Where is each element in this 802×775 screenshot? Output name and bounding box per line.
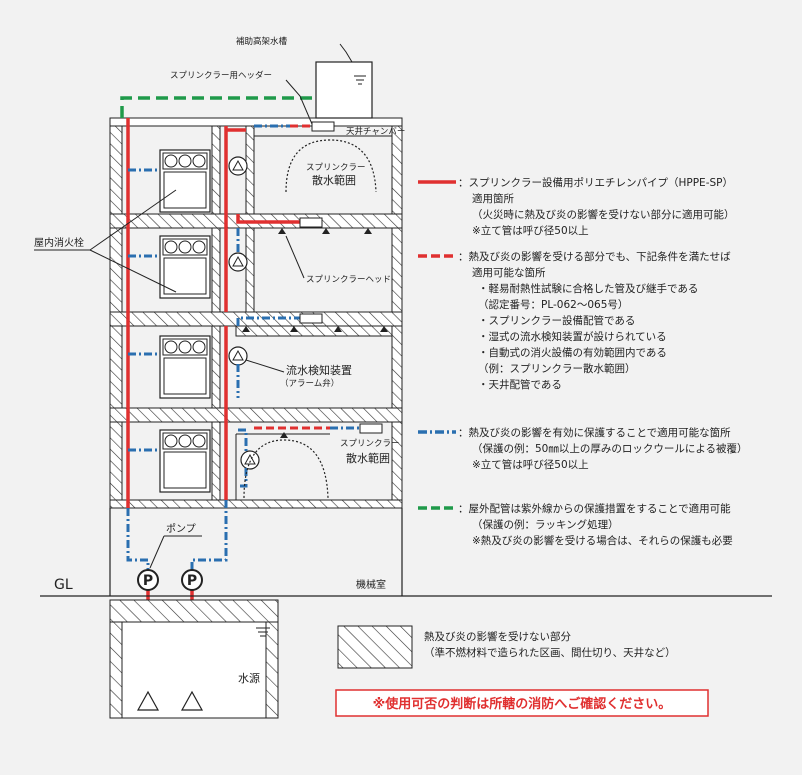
legend-2-line-3: ・軽易耐熱性試験に合格した管及び継手である bbox=[478, 282, 698, 295]
spray-range-low bbox=[243, 439, 329, 499]
hatch-legend-line-2: （準不燃材料で造られた区画、間仕切り、天井など） bbox=[424, 646, 676, 659]
flow-detector-symbol bbox=[240, 450, 260, 470]
sprinkler-heads bbox=[242, 228, 388, 438]
floor-slab-1 bbox=[109, 407, 403, 423]
legend-4-line-3: ※熱及び炎の影響を受ける場合は、それらの保護も必要 bbox=[472, 534, 733, 547]
svg-text:P: P bbox=[143, 573, 153, 589]
spray-range-low-label: 散水範囲 bbox=[346, 451, 390, 465]
legend-2-line-5: ・スプリンクラー設備配管である bbox=[478, 314, 635, 327]
hydrant-cabinet bbox=[159, 149, 211, 213]
aux-water-tank bbox=[315, 61, 373, 119]
pump-symbol: P bbox=[181, 569, 203, 591]
sprinkler-header-box bbox=[299, 217, 323, 228]
ground-slab bbox=[109, 499, 403, 509]
flow-detector-label: 流水検知装置 bbox=[286, 363, 352, 377]
outdoor-pipe bbox=[120, 96, 316, 118]
building bbox=[109, 43, 403, 596]
header-label: スプリンクラー用ヘッダー bbox=[170, 70, 272, 81]
alarm-valve-label: （アラーム弁） bbox=[280, 378, 339, 389]
flow-detector-symbol bbox=[228, 156, 248, 176]
legend-3-line-1: ：熱及び炎の影響を有効に保護することで適用可能な箇所 bbox=[458, 426, 731, 439]
water-source-label: 水源 bbox=[238, 671, 260, 685]
hydrant-cabinets bbox=[159, 149, 211, 493]
warning-text: ※使用可否の判断は所轄の消防へご確認ください。 bbox=[373, 696, 672, 712]
floor-slab-2 bbox=[109, 311, 403, 327]
legend-2-line-8: （例：スプリンクラー散水範囲） bbox=[478, 362, 636, 375]
legend-4-line-2: （保護の例：ラッキング処理） bbox=[472, 518, 619, 531]
pump-label: ポンプ bbox=[166, 523, 196, 535]
hatch-legend-swatch bbox=[337, 625, 413, 669]
aux-tank-label: 補助高架水槽 bbox=[236, 36, 288, 47]
pump-symbol: P bbox=[137, 569, 159, 591]
legend-4-line-1: ：屋外配管は紫外線からの保護措置をすることで適用可能 bbox=[458, 502, 731, 515]
ground: GL bbox=[40, 577, 772, 719]
warning-box bbox=[335, 689, 709, 717]
legend-1-line-1: ：スプリンクラー設備用ポリエチレンパイプ（HPPE-SP） bbox=[458, 176, 733, 189]
sprinkler-top-label: スプリンクラー bbox=[306, 163, 366, 173]
spray-range-top-label: 散水範囲 bbox=[312, 173, 356, 187]
legend: ：スプリンクラー設備用ポリエチレンパイプ（HPPE-SP） 適用箇所 （火災時に… bbox=[335, 176, 748, 717]
hydrant-cabinet bbox=[159, 235, 211, 299]
sprinkler-header-box bbox=[311, 121, 335, 132]
flow-detector-symbol bbox=[228, 252, 248, 272]
legend-2-line-1: ：熱及び炎の影響を受ける部分でも、下記条件を満たせば bbox=[458, 250, 731, 263]
legend-2-line-4: （認定番号：PL-062～065号） bbox=[478, 298, 628, 311]
spray-range-top bbox=[285, 139, 377, 193]
legend-3-line-3: ※立て管は呼び径50以上 bbox=[472, 458, 589, 471]
legend-1-line-2: 適用箇所 bbox=[472, 192, 514, 205]
legend-3-line-2: （保護の例：50㎜以上の厚みのロックウールによる被覆） bbox=[472, 442, 748, 455]
legend-1-line-4: ※立て管は呼び径50以上 bbox=[472, 224, 589, 237]
flow-detector-symbol bbox=[228, 346, 248, 366]
sprinkler-header-box bbox=[299, 313, 323, 324]
hydrant-cabinet bbox=[159, 429, 211, 493]
legend-2-line-9: ・天井配管である bbox=[478, 378, 562, 391]
sprinkler-head-label: スプリンクラーヘッド bbox=[306, 275, 391, 285]
legend-2-line-2: 適用可能な箇所 bbox=[472, 266, 546, 279]
gl-label: GL bbox=[54, 577, 73, 593]
machine-room-label: 機械室 bbox=[356, 578, 386, 591]
legend-2-line-7: ・自動式の消火設備の有効範囲内である bbox=[478, 346, 667, 359]
legend-1-line-3: （火災時に熱及び炎の影響を受けない部分に適用可能） bbox=[472, 208, 735, 221]
indoor-hydrant-label: 屋内消火栓 bbox=[34, 236, 84, 249]
diagram-labels: 補助高架水槽 スプリンクラー用ヘッダー 天井チャンバー スプリンクラー 散水範囲… bbox=[34, 36, 405, 685]
sprinkler-header-box bbox=[359, 423, 383, 434]
legend-2-line-6: ・湿式の流水検知装置が設けられている bbox=[478, 330, 667, 343]
svg-text:P: P bbox=[187, 573, 197, 589]
sprinkler-low-label: スプリンクラー bbox=[340, 439, 400, 449]
hydrant-cabinet bbox=[159, 335, 211, 399]
ceiling-chamber-label: 天井チャンバー bbox=[346, 126, 405, 137]
hatch-legend-line-1: 熱及び炎の影響を受けない部分 bbox=[424, 630, 571, 643]
